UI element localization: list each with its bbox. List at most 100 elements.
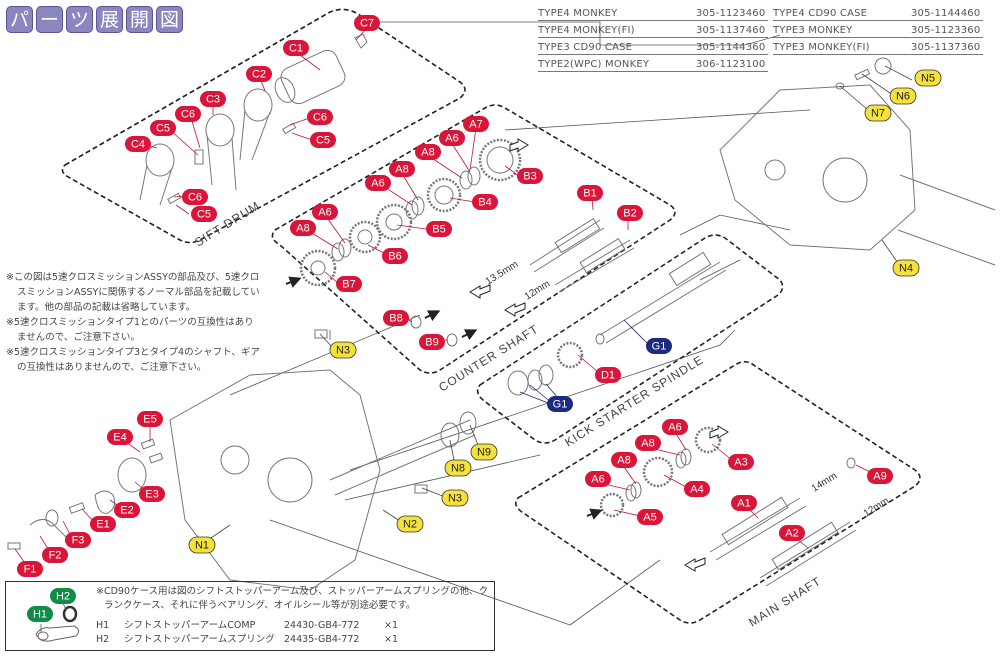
callout-badge bbox=[283, 40, 309, 56]
callout-text: F1 bbox=[24, 564, 37, 576]
callout-text: A8 bbox=[617, 455, 630, 467]
callout-e3: E3 bbox=[139, 486, 165, 502]
cd90-note-text: ※CD90ケース用は図のシフトストッパーアーム及び、ストッパーアームスプリングの… bbox=[96, 586, 489, 611]
callout-text: A7 bbox=[469, 119, 482, 131]
callout-badge bbox=[312, 204, 338, 220]
arrow-icons bbox=[285, 276, 603, 520]
title-char: パ bbox=[6, 6, 33, 33]
callout-text: C5 bbox=[316, 135, 330, 147]
title-char: 開 bbox=[126, 6, 153, 33]
part-code-row: TYPE2(WPC) MONKEY 306-1123100 bbox=[538, 55, 983, 72]
callout-text: E4 bbox=[113, 432, 126, 444]
callout-text: C1 bbox=[289, 43, 303, 55]
callout-a7: A7 bbox=[463, 116, 489, 132]
callout-text: C6 bbox=[313, 112, 327, 124]
callout-a8: A8 bbox=[611, 452, 637, 468]
callout-f2: F2 bbox=[42, 547, 68, 563]
callout-badge bbox=[419, 334, 445, 350]
callout-a4: A4 bbox=[684, 481, 710, 497]
callout-badge bbox=[354, 15, 380, 31]
callout-a2: A2 bbox=[779, 525, 805, 541]
title-char: ツ bbox=[66, 6, 93, 33]
callout-badge bbox=[463, 116, 489, 132]
callout-text: E5 bbox=[143, 414, 156, 426]
part-number: 305-1123460 bbox=[696, 8, 768, 21]
callout-badge bbox=[90, 516, 116, 532]
kick-spindle-icon bbox=[507, 251, 727, 396]
callout-badge bbox=[290, 220, 316, 236]
part-name: シフトストッパーアームスプリング bbox=[124, 634, 275, 645]
callout-c5: C5 bbox=[150, 120, 176, 136]
callout-b6: B6 bbox=[382, 248, 408, 264]
callout-badge bbox=[684, 481, 710, 497]
callout-a6: A6 bbox=[439, 130, 465, 146]
callout-text: E2 bbox=[120, 505, 133, 517]
callout-n2: N2 bbox=[396, 515, 424, 533]
callout-d1: D1 bbox=[595, 367, 621, 383]
callout-text: C6 bbox=[188, 192, 202, 204]
callout-badge bbox=[595, 367, 621, 383]
callout-badge bbox=[27, 606, 53, 622]
callout-text: A8 bbox=[421, 147, 434, 159]
callout-text: N3 bbox=[448, 493, 462, 505]
callout-badge bbox=[188, 536, 216, 554]
notes: ※この図は5速クロスミッションASSYの部品及び、5速クロスミッションASSYに… bbox=[6, 270, 261, 375]
callout-badge bbox=[336, 276, 362, 292]
callout-b1: B1 bbox=[577, 185, 603, 201]
part-drawings bbox=[7, 33, 996, 591]
callout-text: B2 bbox=[623, 208, 636, 220]
callout-text: N9 bbox=[477, 447, 491, 459]
callout-a6: A6 bbox=[312, 204, 338, 220]
callout-badge bbox=[864, 104, 892, 122]
callout-badge bbox=[150, 120, 176, 136]
callout-text: C7 bbox=[360, 18, 374, 30]
callout-text: A6 bbox=[318, 207, 331, 219]
callout-a8: A8 bbox=[290, 220, 316, 236]
part-qty: ×1 bbox=[384, 634, 399, 645]
callout-badge bbox=[329, 341, 357, 359]
callout-b5: B5 bbox=[426, 221, 452, 237]
model-name: TYPE4 MONKEY bbox=[538, 8, 696, 21]
callout-b7: B7 bbox=[336, 276, 362, 292]
callout-text: B6 bbox=[388, 251, 401, 263]
callout-text: N5 bbox=[921, 73, 935, 85]
callout-a3: A3 bbox=[728, 454, 754, 470]
part-number: 306-1123100 bbox=[696, 59, 768, 72]
callout-badge bbox=[365, 175, 391, 191]
callout-badge bbox=[472, 194, 498, 210]
callout-e2: E2 bbox=[114, 502, 140, 518]
title-char: 展 bbox=[96, 6, 123, 33]
part-number: 24435-GB4-772 bbox=[284, 634, 360, 645]
dimension-label: 13.5mm bbox=[484, 259, 520, 287]
part-number: 305-1123360 bbox=[911, 25, 983, 38]
callout-badge bbox=[175, 106, 201, 122]
callout-badge bbox=[246, 66, 272, 82]
part-number: 24430-GB4-772 bbox=[284, 620, 360, 631]
shaft-icon bbox=[709, 496, 857, 587]
callout-text: A8 bbox=[641, 438, 654, 450]
model-name: TYPE3 MONKEY bbox=[773, 25, 911, 38]
callout-text: B4 bbox=[478, 197, 491, 209]
crankcase-icon bbox=[719, 84, 996, 266]
callout-text: C2 bbox=[252, 69, 266, 81]
callout-text: A4 bbox=[690, 484, 703, 496]
callout-text: C3 bbox=[206, 94, 220, 106]
callout-text: F3 bbox=[72, 535, 85, 547]
callout-text: A1 bbox=[737, 498, 750, 510]
callout-f3: F3 bbox=[65, 532, 91, 548]
callout-c7: C7 bbox=[354, 15, 380, 31]
callout-badge bbox=[585, 471, 611, 487]
callout-c2: C2 bbox=[246, 66, 272, 82]
part-number: 305-1137360 bbox=[911, 42, 983, 55]
cd90-part-row: H2 シフトストッパーアームスプリング 24435-GB4-772 ×1 bbox=[96, 633, 491, 647]
callout-c6: C6 bbox=[182, 189, 208, 205]
callout-badge bbox=[383, 310, 409, 326]
callout-text: C4 bbox=[131, 139, 145, 151]
group-outline-main-shaft bbox=[514, 360, 921, 624]
callout-a8: A8 bbox=[389, 161, 415, 177]
callout-text: B3 bbox=[523, 171, 536, 183]
callout-c5: C5 bbox=[191, 206, 217, 222]
gear-icon bbox=[299, 138, 522, 287]
